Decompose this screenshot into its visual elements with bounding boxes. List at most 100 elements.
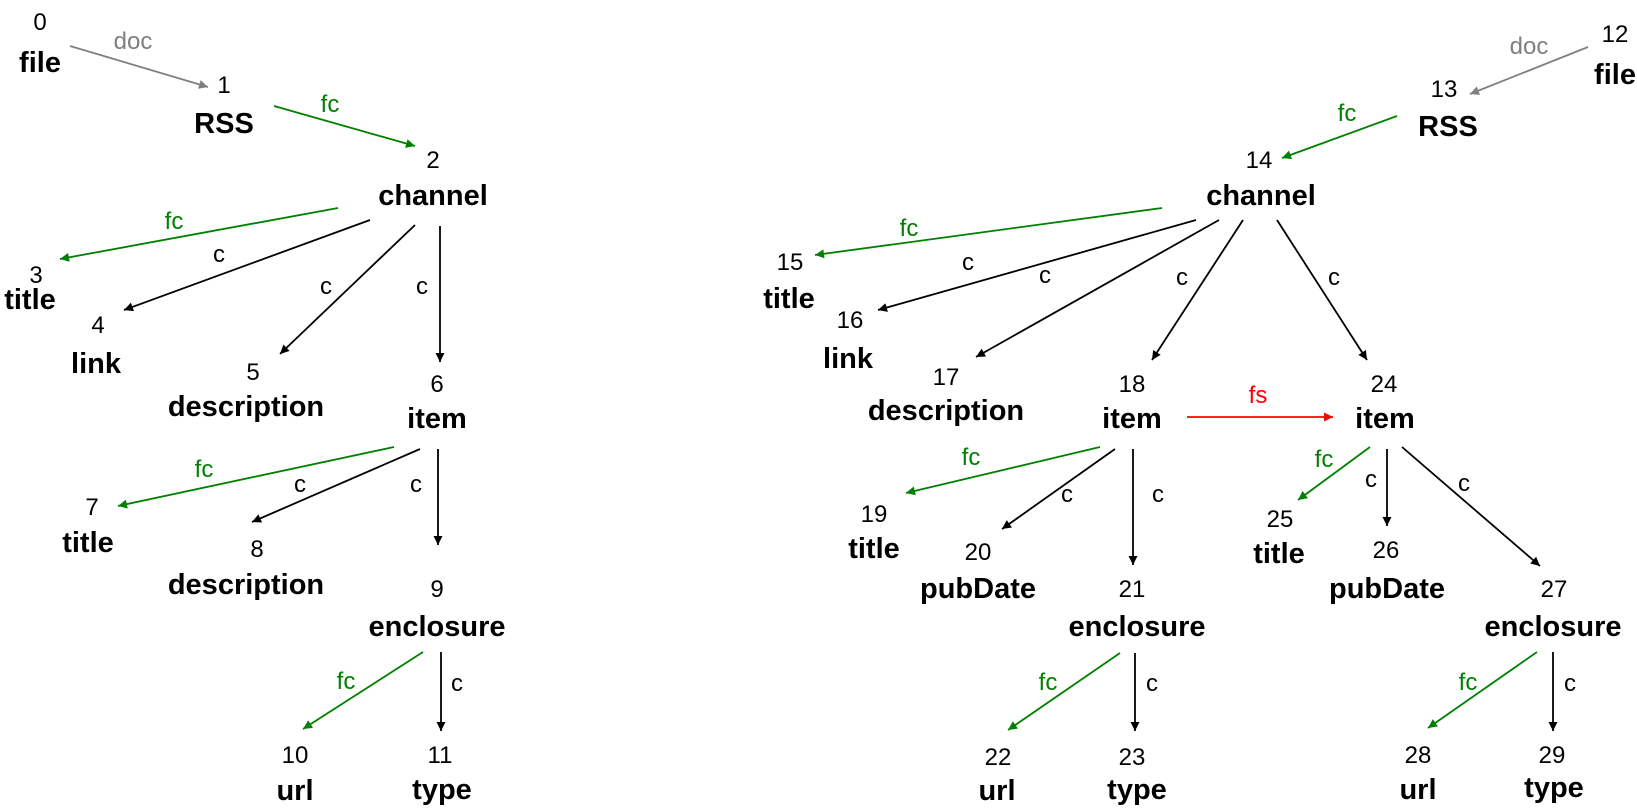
node-number: 2 (426, 147, 439, 174)
node-label: title (62, 527, 114, 559)
edge-27-29: c (1548, 652, 1576, 731)
edge-2-4: c (123, 219, 371, 312)
edge-line (273, 105, 416, 148)
edge-14-15: fc (814, 207, 1163, 259)
edge-label: c (1146, 670, 1158, 697)
node-label: item (1355, 403, 1415, 435)
edge-6-8: c (251, 448, 421, 523)
node-label: file (1594, 59, 1636, 91)
edge-label: fc (1459, 669, 1478, 696)
node-label: enclosure (369, 611, 506, 643)
edge-0-1: doc (69, 28, 209, 89)
edge-label: c (1458, 470, 1470, 497)
edge-label: c (1365, 466, 1377, 493)
edge-label: c (320, 273, 332, 300)
edge-label: fc (900, 215, 919, 242)
edge-label: fs (1249, 382, 1268, 409)
node-27: 27 enclosure (1485, 576, 1622, 643)
node-number: 24 (1371, 371, 1398, 398)
node-number: 17 (933, 364, 960, 391)
edge-1-2: fc (273, 91, 416, 148)
node-label: title (1253, 538, 1305, 570)
edge-21-22: fc (1007, 652, 1121, 731)
node-number: 27 (1541, 576, 1568, 603)
edge-line (877, 219, 1197, 312)
node-label: item (1102, 403, 1162, 435)
edge-line (905, 446, 1101, 496)
node-number: 13 (1431, 76, 1458, 103)
node-number: 15 (777, 249, 804, 276)
edge-label: c (1564, 670, 1576, 697)
edge-label: c (410, 471, 422, 498)
node-number: 11 (428, 742, 453, 769)
edge-27-28: fc (1427, 651, 1538, 729)
node-number: 28 (1405, 742, 1432, 769)
edge-24-25: fc (1297, 446, 1371, 501)
node-label: item (407, 403, 467, 435)
node-label: link (823, 343, 874, 375)
edge-label: c (451, 670, 463, 697)
node-label: pubDate (1329, 573, 1445, 605)
node-label: RSS (1418, 111, 1478, 143)
edge-label: c (962, 249, 974, 276)
node-label: url (276, 775, 313, 807)
node-number: 0 (33, 9, 46, 36)
edge-line (59, 207, 339, 262)
edge-line (1401, 446, 1541, 567)
node-number: 8 (250, 536, 263, 563)
edge-line (1001, 448, 1116, 530)
node-label: enclosure (1485, 611, 1622, 643)
edge-line (814, 207, 1163, 259)
node-number: 3 (29, 262, 42, 289)
node-number: 14 (1246, 147, 1273, 174)
node-11: 11 type (412, 742, 472, 806)
edge-label: c (294, 471, 306, 498)
edge-line (302, 651, 424, 730)
node-number: 22 (985, 744, 1012, 771)
edge-13-14: fc (1281, 100, 1398, 160)
edge-24-27: c (1401, 446, 1541, 567)
edge-label: c (416, 273, 428, 300)
edge-21-23: c (1130, 653, 1158, 731)
edge-label: fc (1315, 446, 1334, 473)
edge-24-26: c (1365, 449, 1392, 526)
edge-label: doc (114, 28, 153, 55)
edge-line (1151, 219, 1244, 361)
node-24: 24 item (1355, 371, 1415, 435)
edge-2-5: c (279, 224, 416, 355)
edge-label: c (1061, 481, 1073, 508)
edge-line (251, 448, 421, 523)
edge-label: c (1176, 264, 1188, 291)
edge-14-16: c (877, 219, 1197, 312)
edge-2-3: fc (59, 207, 339, 262)
node-number: 19 (861, 501, 888, 528)
edge-line (1276, 219, 1368, 361)
node-number: 18 (1119, 371, 1146, 398)
node-number: 4 (91, 312, 104, 339)
node-label: type (412, 774, 472, 806)
node-number: 16 (837, 307, 864, 334)
node-label: title (4, 284, 56, 316)
edge-line (279, 224, 416, 355)
edge-label: fc (321, 91, 340, 118)
edge-12-13: doc (1469, 33, 1589, 95)
edge-18-20: c (1001, 448, 1116, 530)
